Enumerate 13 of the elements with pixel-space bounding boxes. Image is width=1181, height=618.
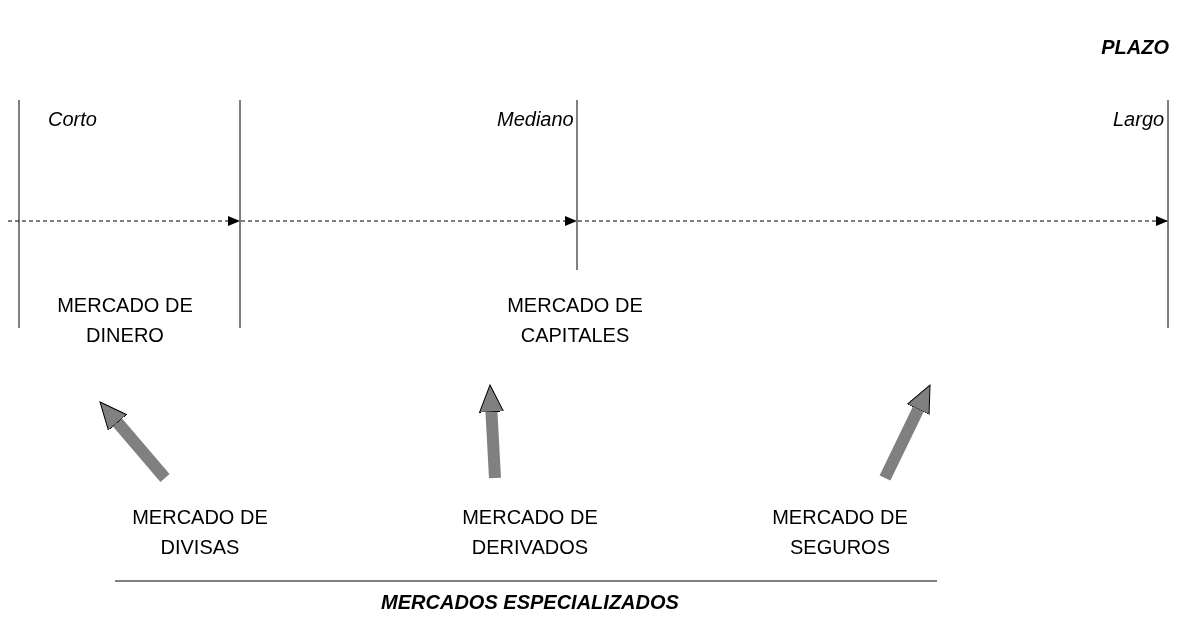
market-label: MERCADO DE DINERO <box>56 293 194 348</box>
axis-label: Largo <box>1113 107 1165 132</box>
axis-label: Corto <box>48 107 97 132</box>
axis-label: PLAZO <box>1101 35 1169 60</box>
block-arrow <box>99 401 170 482</box>
axis-label: Mediano <box>497 107 574 132</box>
market-label: MERCADO DE CAPITALES <box>506 293 644 348</box>
block-arrow <box>879 384 931 481</box>
block-arrow <box>478 384 504 479</box>
market-label: MERCADO DE DERIVADOS <box>461 505 599 560</box>
market-label: MERCADO DE DIVISAS <box>131 505 269 560</box>
axis-label: MERCADOS ESPECIALIZADOS <box>380 590 680 615</box>
market-label: MERCADO DE SEGUROS <box>771 505 909 560</box>
